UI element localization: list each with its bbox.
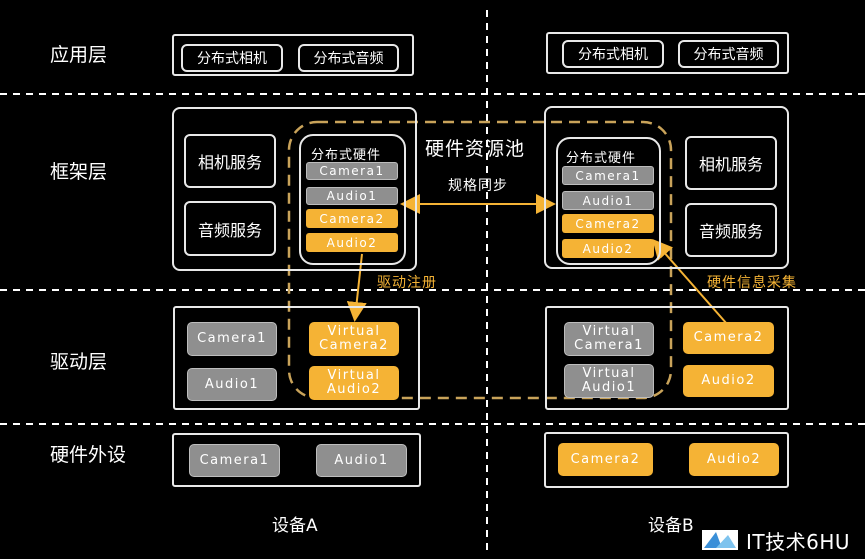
watermark-logo-icon (702, 530, 738, 550)
driver-b-virtual-camera1: Virtual Camera1 (564, 322, 654, 356)
framework-frame-b (544, 106, 789, 269)
driver-a-virtual-audio2: Virtual Audio2 (309, 366, 399, 400)
device-a-label: 设备A (272, 516, 318, 536)
virtual-line2: Audio2 (326, 382, 382, 397)
driver-frame-a (173, 306, 420, 410)
chip-a-audio2: Audio2 (306, 233, 398, 252)
chip-a-camera1: Camera1 (306, 162, 398, 180)
chip-b-camera1: Camera1 (562, 166, 654, 185)
driver-b-virtual-audio1: Virtual Audio1 (564, 364, 654, 398)
driver-b-camera2: Camera2 (683, 322, 774, 354)
app-b-audio: 分布式音频 (678, 40, 779, 68)
watermark: IT技术6HU (700, 526, 850, 554)
chip-b-audio2: Audio2 (562, 239, 654, 258)
app-frame-b (546, 32, 789, 74)
watermark-text: IT技术6HU (746, 529, 851, 554)
layer-label-driver: 驱动层 (50, 351, 108, 373)
driver-register-label: 驱动注册 (377, 275, 437, 291)
chip-b-audio1: Audio1 (562, 191, 654, 210)
virtual-line2: Audio1 (581, 380, 637, 395)
hardware-frame-b (544, 432, 789, 488)
hw-a-audio1: Audio1 (316, 444, 407, 477)
hw-a-camera1: Camera1 (189, 444, 280, 477)
app-a-camera: 分布式相机 (181, 44, 283, 72)
hw-b-audio2: Audio2 (689, 443, 779, 476)
camera-service-b: 相机服务 (685, 136, 777, 190)
dist-hw-title-a: 分布式硬件 (311, 148, 382, 163)
chip-a-camera2: Camera2 (306, 209, 398, 228)
audio-service-a: 音频服务 (184, 201, 276, 256)
driver-a-camera1: Camera1 (187, 322, 277, 356)
camera-service-a: 相机服务 (184, 134, 276, 188)
virtual-line1: Virtual (327, 368, 381, 383)
framework-frame-a (172, 107, 417, 271)
driver-a-audio1: Audio1 (187, 368, 277, 401)
virtual-line2: Camera2 (319, 338, 389, 353)
driver-b-audio2: Audio2 (683, 365, 774, 397)
chip-a-audio1: Audio1 (306, 187, 398, 205)
hw-info-label: 硬件信息采集 (707, 275, 797, 291)
virtual-line1: Virtual (582, 324, 636, 339)
hardware-pool-title: 硬件资源池 (425, 138, 526, 160)
spec-sync-label: 规格同步 (448, 178, 508, 194)
audio-service-b: 音频服务 (685, 203, 777, 257)
virtual-line1: Virtual (327, 324, 381, 339)
dist-hw-box-a (299, 134, 406, 265)
app-a-audio: 分布式音频 (298, 44, 399, 72)
hw-b-camera2: Camera2 (558, 443, 653, 476)
driver-a-virtual-camera2: Virtual Camera2 (309, 322, 399, 356)
app-frame-a (172, 34, 414, 76)
layer-label-framework: 框架层 (50, 161, 108, 183)
virtual-line2: Camera1 (574, 338, 644, 353)
chip-b-camera2: Camera2 (562, 214, 654, 233)
app-b-camera: 分布式相机 (562, 40, 664, 68)
virtual-line1: Virtual (582, 366, 636, 381)
hw-info-arrow (652, 238, 728, 325)
driver-frame-b (545, 306, 789, 410)
dist-hw-box-b (556, 137, 661, 265)
dist-hw-title-b: 分布式硬件 (566, 151, 637, 166)
layer-label-app: 应用层 (50, 44, 108, 66)
device-b-label: 设备B (648, 516, 694, 536)
layer-label-hardware: 硬件外设 (50, 444, 127, 466)
hardware-frame-a (172, 433, 421, 487)
hardware-pool-outline (287, 120, 673, 400)
